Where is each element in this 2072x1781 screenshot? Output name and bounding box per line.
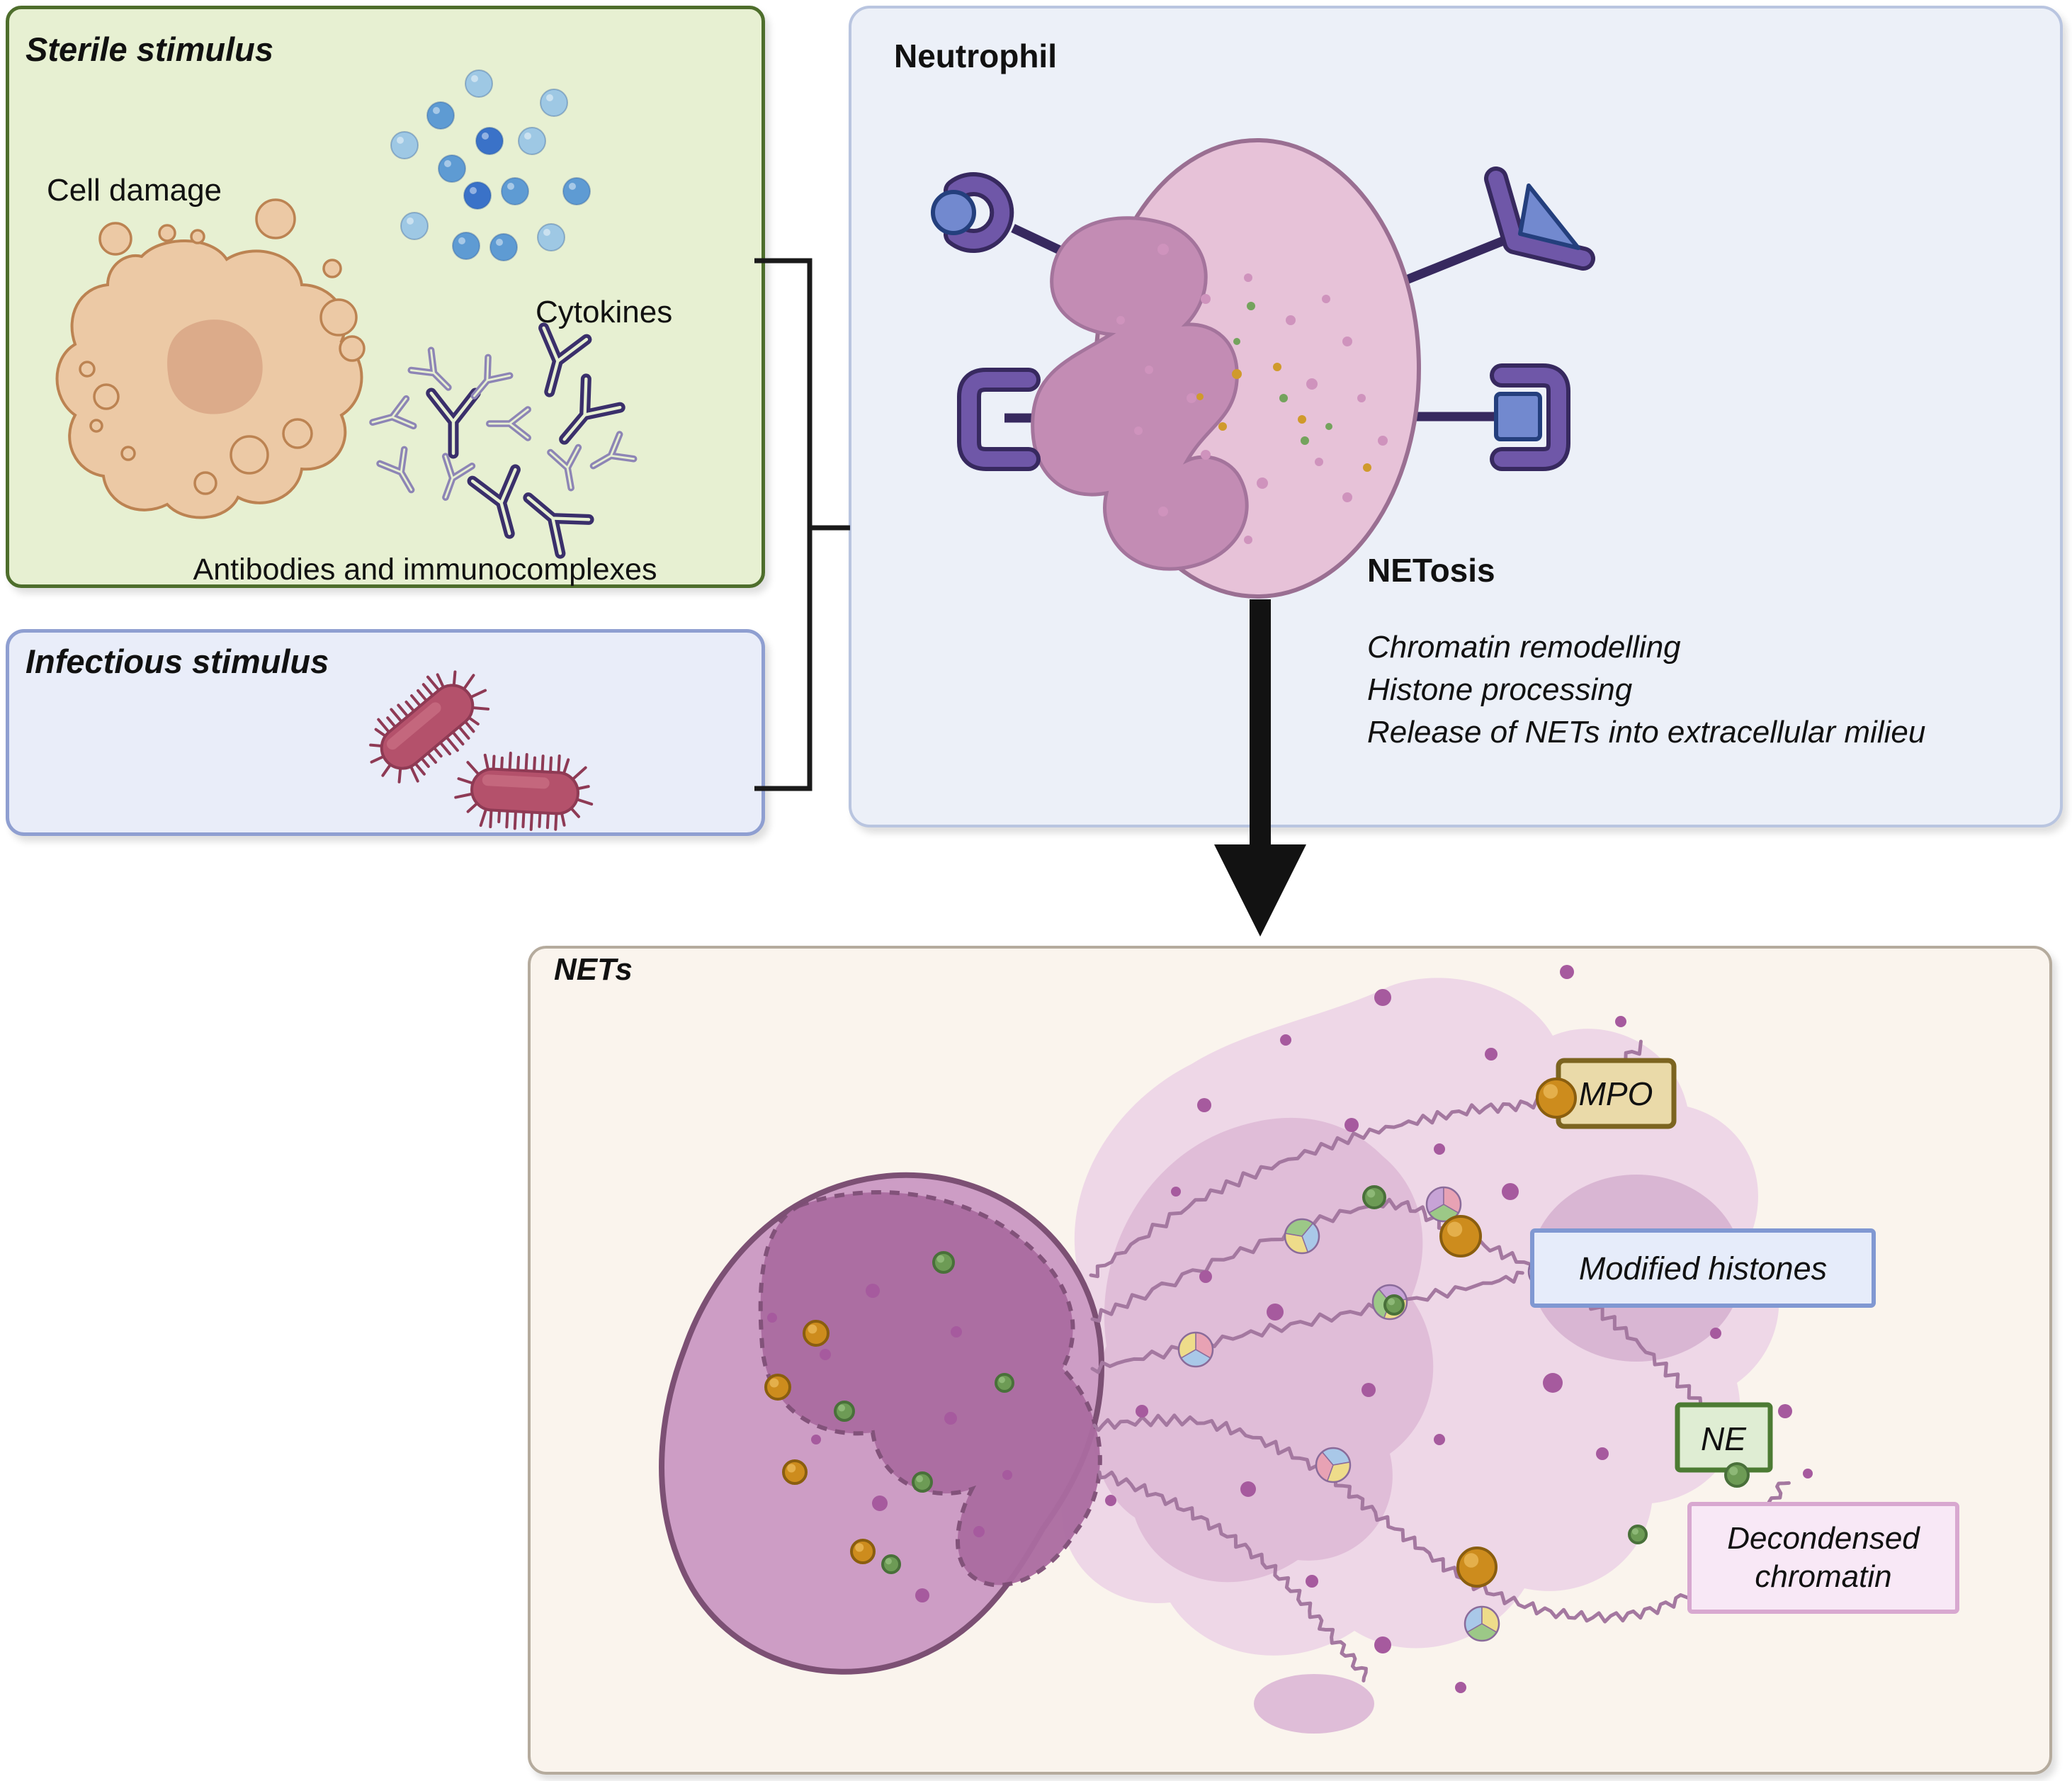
neutrophil-title: Neutrophil	[894, 38, 1057, 74]
cell-damage-label: Cell damage	[47, 173, 222, 208]
sterile-stimulus-title: Sterile stimulus	[26, 30, 273, 68]
netosis-line-1: Chromatin remodelling	[1367, 630, 1681, 665]
cytokines-label: Cytokines	[536, 295, 673, 329]
panel-nets	[528, 946, 2052, 1775]
netosis-line-3: Release of NETs into extracellular milie…	[1367, 715, 1926, 750]
netosis-title: NETosis	[1367, 552, 1495, 589]
netosis-line-2: Histone processing	[1367, 672, 1633, 707]
netosis-description: Chromatin remodelling Histone processing…	[1367, 626, 1925, 754]
nets-title: NETs	[554, 952, 633, 987]
antibodies-label: Antibodies and immunocomplexes	[193, 553, 657, 587]
bracket-connector	[754, 258, 850, 791]
infectious-stimulus-title: Infectious stimulus	[26, 643, 329, 680]
